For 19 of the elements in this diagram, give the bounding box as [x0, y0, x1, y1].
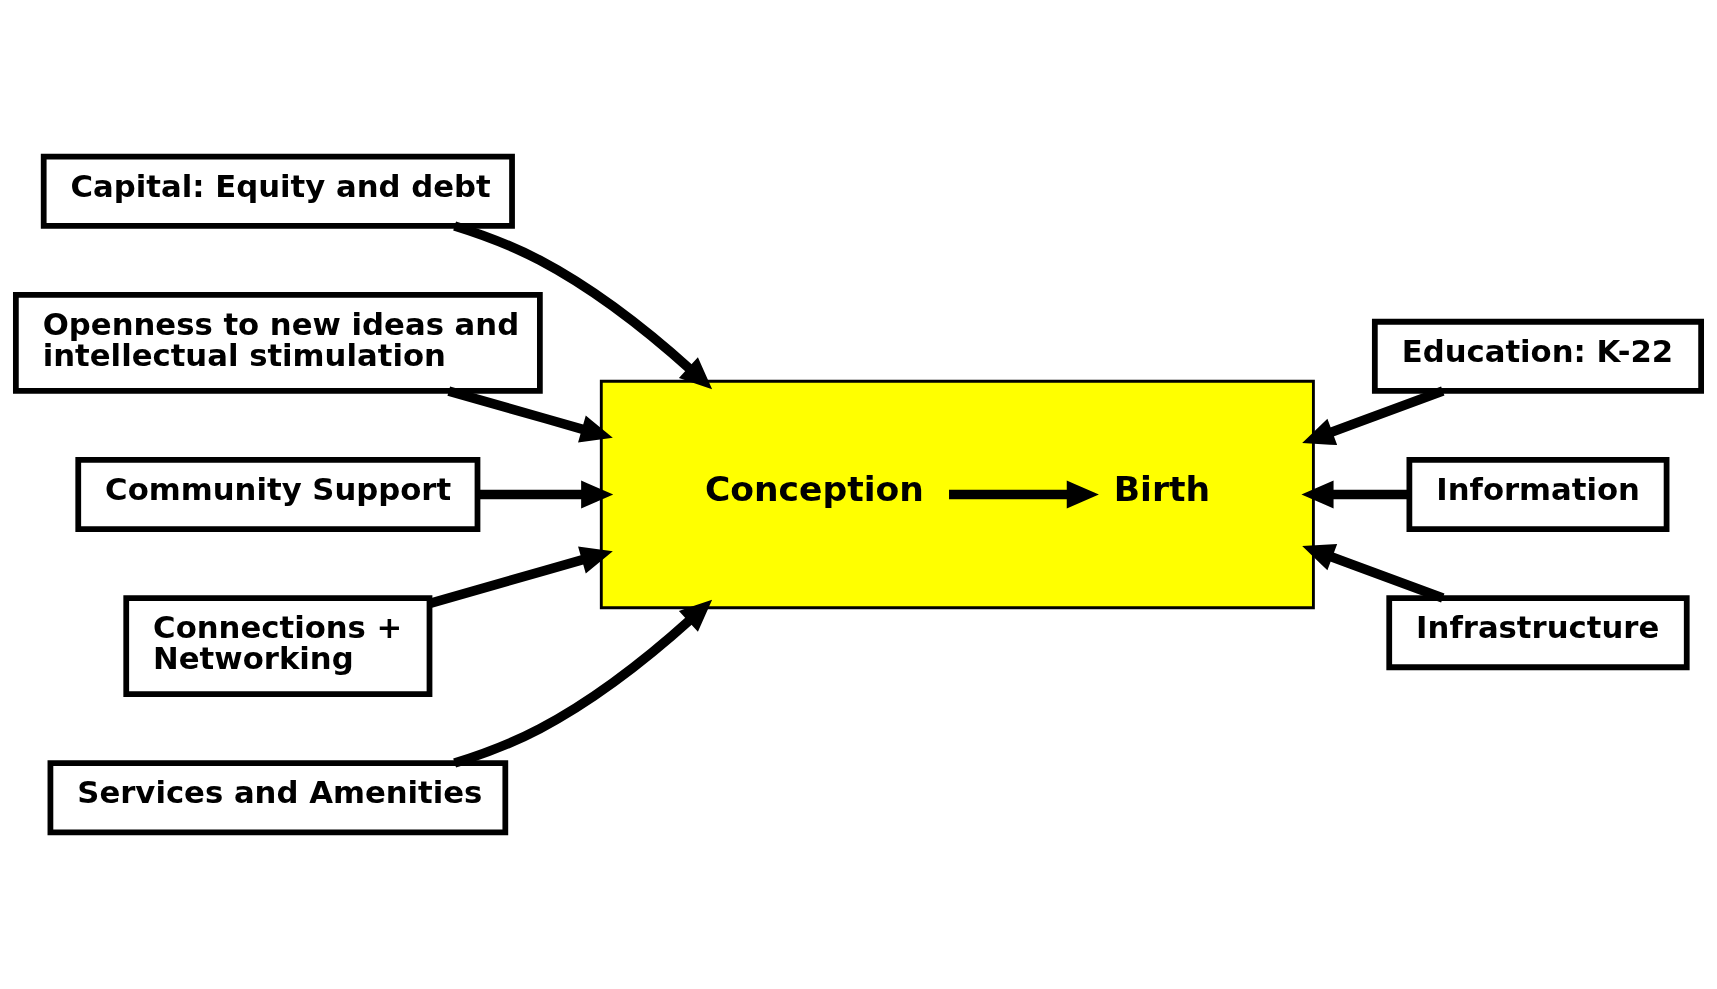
node-box: Connections + Networking [123, 595, 433, 697]
node-box: Infrastructure [1386, 595, 1690, 671]
node-box: Services and Amenities [47, 760, 509, 836]
node-box: Capital: Equity and debt [40, 153, 515, 229]
node-text: Birth [1113, 469, 1211, 510]
arrow [949, 480, 1099, 509]
node-box: Education: K-22 [1371, 318, 1705, 394]
node-box: Information [1406, 457, 1670, 532]
cluster [599, 379, 1315, 610]
node-text: Conception [704, 469, 924, 510]
node-box: Openness to new ideas and intellectual stimulation [13, 292, 543, 394]
arrow [1302, 543, 1445, 603]
arrow [447, 386, 613, 443]
arrow [453, 599, 713, 768]
arrow [1301, 480, 1410, 509]
arrow [1302, 386, 1445, 446]
node-box: Community Support [75, 457, 481, 532]
arrow [477, 480, 614, 509]
arrow [453, 221, 713, 390]
